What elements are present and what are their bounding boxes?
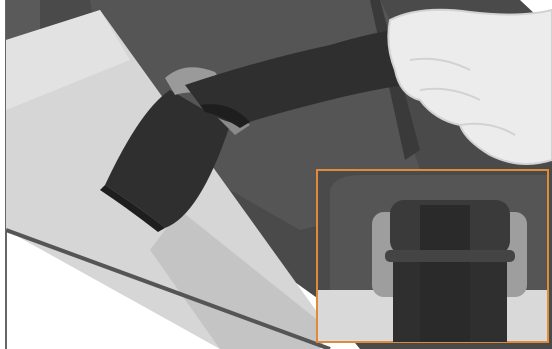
inset-strap-center — [420, 205, 470, 342]
inset-buckle-bar — [385, 250, 515, 262]
detail-inset — [317, 170, 548, 342]
